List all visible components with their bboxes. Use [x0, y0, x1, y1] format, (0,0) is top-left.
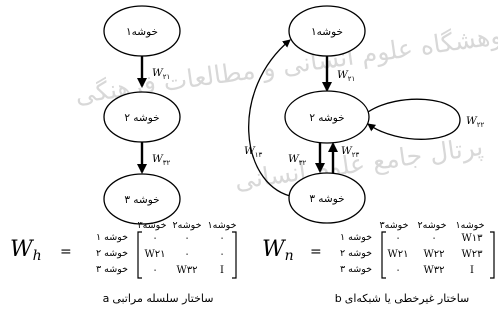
right-node-2-label: خوشه ۲ [309, 112, 344, 124]
left-row-header-2: خوشه ۲ [96, 248, 128, 259]
right-matrix-equals: = [310, 244, 322, 260]
right-cell-r3c2: W۳۲ [423, 265, 444, 276]
left-cell-r3c2: W۳۲ [176, 265, 197, 276]
left-node-cluster1 [103, 5, 181, 57]
right-cell-r1c3: W۱۳ [461, 233, 483, 244]
left-node-3-label: خوشه ۳ [124, 194, 159, 206]
right-cell-r1c1: ۰ [395, 233, 400, 244]
left-node-cluster3 [103, 173, 181, 225]
left-col-header-1: خوشه۳ [138, 220, 167, 231]
right-edge-2-self-loop [367, 98, 461, 140]
right-cell-r3c1: ۰ [395, 265, 400, 276]
left-diagram: خوشه۱ خوشه ۲ خوشه ۳ W۲۱ W۳۲ [103, 5, 181, 225]
right-col-header-1: خوشه۳ [380, 220, 409, 231]
left-matrix-equals: = [60, 244, 72, 260]
left-matrix-bracket-left [137, 231, 142, 279]
left-edge-label-w21: W۲۱ [152, 67, 170, 81]
right-row-header-3: خوشه ۳ [340, 264, 372, 275]
right-col-header-3: خوشه۱ [456, 220, 485, 231]
left-col-header-2: خوشه۲ [173, 220, 202, 231]
left-row-header-3: خوشه ۳ [96, 264, 128, 275]
right-edge-label-w22: W۲۲ [466, 115, 485, 129]
right-diagram: خوشه۱ خوشه ۲ خوشه ۳ W۲۱ W۱۳ W۲۲ W۳۲ W۲۳ [244, 5, 485, 224]
left-matrix-symbol: Wh [10, 237, 42, 264]
left-cell-r1c1: ۰ [152, 233, 157, 244]
right-row-header-2: خوشه ۲ [340, 248, 372, 259]
left-matrix-bracket-right [232, 231, 237, 279]
right-col-header-2: خوشه۲ [418, 220, 447, 231]
right-node-1-label: خوشه۱ [311, 26, 343, 38]
right-cell-r2c2: W۲۲ [423, 249, 444, 260]
right-matrix-bracket-right [490, 231, 495, 279]
left-cell-r1c2: ۰ [184, 233, 189, 244]
left-cell-r3c1: ۰ [152, 265, 157, 276]
right-cell-r2c1: W۲۱ [387, 249, 408, 260]
left-node-1-label: خوشه۱ [126, 26, 158, 38]
left-cell-r2c2: ۰ [184, 249, 189, 260]
right-node-cluster3 [288, 172, 366, 224]
left-cell-r3c3: I [220, 265, 224, 276]
right-row-header-1: خوشه ۱ [340, 232, 372, 243]
left-node-2-label: خوشه ۲ [124, 112, 159, 124]
right-edge-label-w21: W۲۱ [337, 69, 355, 83]
right-matrix-bracket-left [381, 231, 386, 279]
left-cell-r1c3: ۰ [219, 233, 224, 244]
right-edge-3-to-1 [248, 39, 291, 197]
right-matrix: خوشه۳ خوشه۲ خوشه۱ Wn = خوشه ۱ خوشه ۲ خوش… [262, 220, 495, 279]
left-col-header-3: خوشه۱ [208, 220, 237, 231]
right-edge-label-w32: W۳۲ [288, 153, 307, 167]
right-edge-label-w13: W۱۳ [244, 145, 263, 159]
right-cell-r1c2: ۰ [431, 233, 436, 244]
right-matrix-symbol: Wn [262, 237, 294, 264]
left-edge-label-w32: W۳۲ [152, 153, 171, 167]
right-edge-label-w23: W۲۳ [341, 145, 360, 159]
right-node-3-label: خوشه ۳ [309, 193, 344, 205]
left-cell-r2c3: ۰ [219, 249, 224, 260]
left-node-cluster2 [103, 91, 181, 143]
left-cell-r2c1: W۲۱ [144, 249, 165, 260]
right-cell-r2c3: W۲۳ [461, 249, 483, 260]
right-node-cluster1 [288, 5, 366, 57]
left-matrix: خوشه۳ خوشه۲ خوشه۱ Wh = خوشه ۱ خوشه ۲ خوش… [10, 220, 237, 279]
left-row-header-1: خوشه ۱ [96, 232, 128, 243]
right-node-cluster2 [284, 90, 370, 144]
right-cell-r3c3: I [470, 265, 474, 276]
